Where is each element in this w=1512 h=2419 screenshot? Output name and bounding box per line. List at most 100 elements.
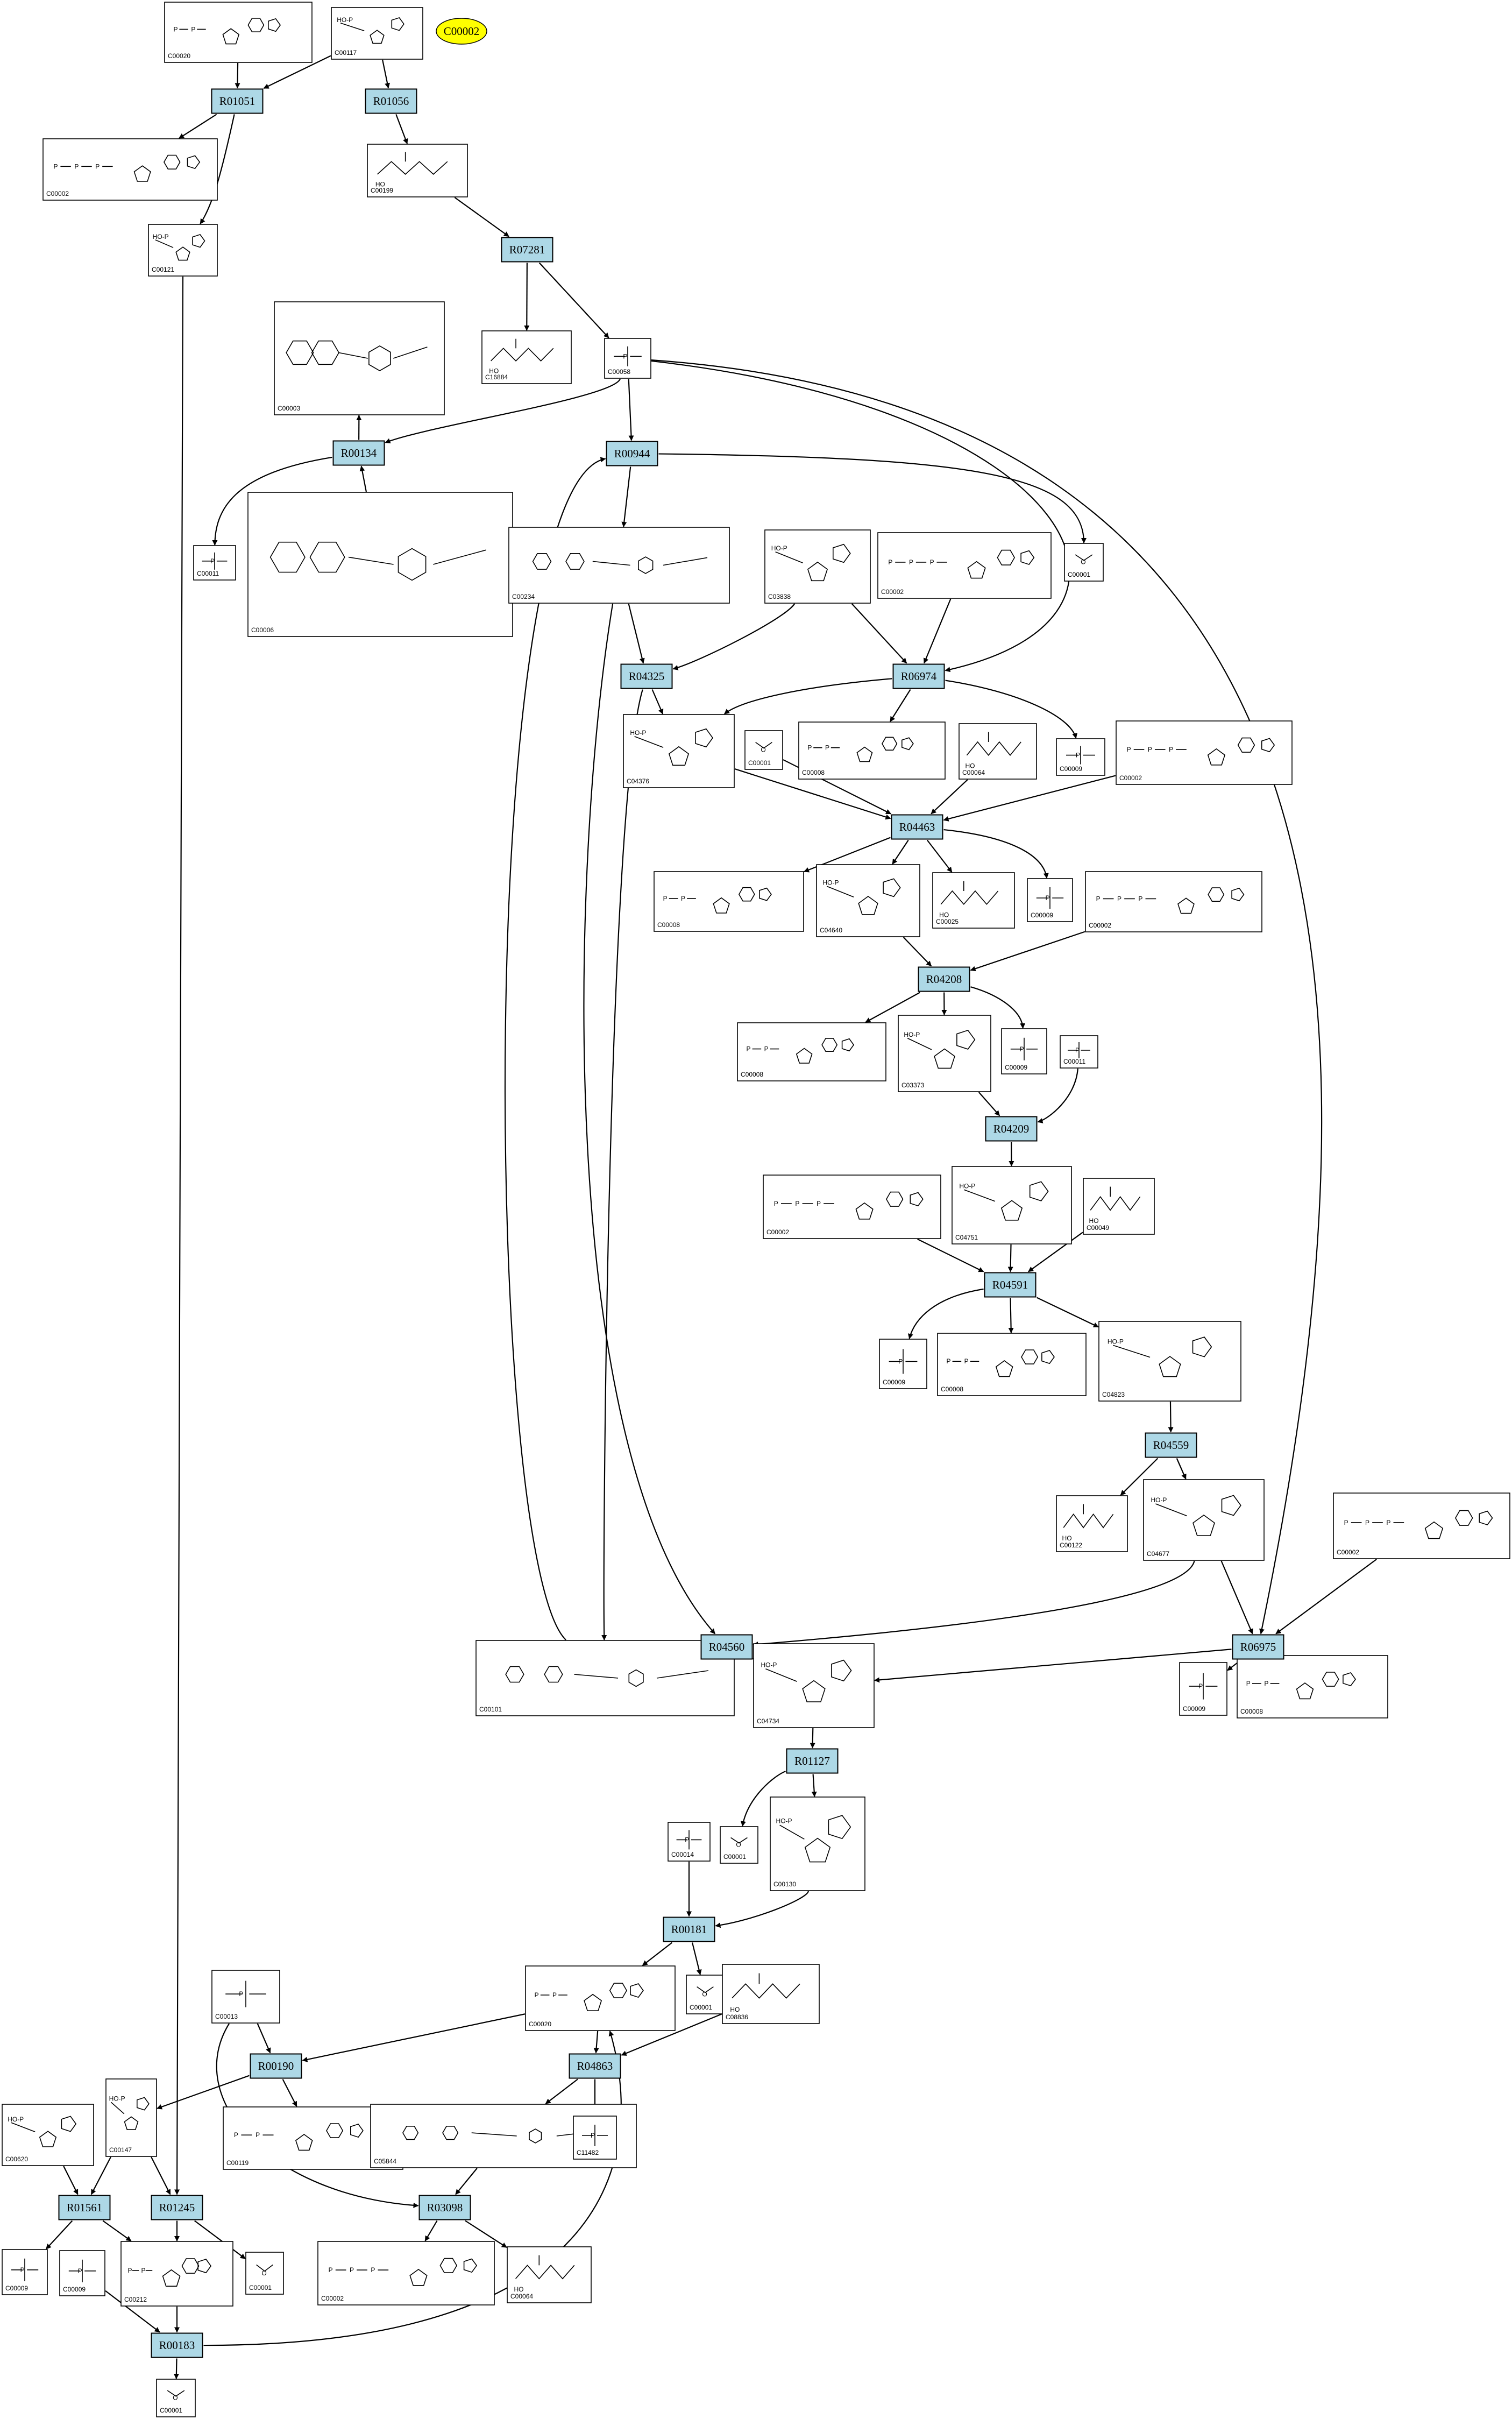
compound-id-label: C00008 <box>1240 1708 1263 1715</box>
reaction-r04863[interactable]: R04863 <box>569 2053 621 2079</box>
reaction-r01056[interactable]: R01056 <box>365 88 417 114</box>
reaction-r06975[interactable]: R06975 <box>1232 1634 1284 1660</box>
edge-r04559-c04677 <box>1176 1458 1187 1480</box>
svg-text:HO-P: HO-P <box>776 1817 792 1825</box>
compound-c00234[interactable]: C00234 <box>508 527 730 604</box>
reaction-r01245[interactable]: R01245 <box>151 2195 203 2220</box>
compound-c00101[interactable]: C00101 <box>475 1640 735 1716</box>
reaction-r01127[interactable]: R01127 <box>786 1748 839 1774</box>
reaction-r00183[interactable]: R00183 <box>151 2332 203 2358</box>
reaction-r07281[interactable]: R07281 <box>501 237 553 263</box>
compound-c00003[interactable]: C00003 <box>274 301 445 415</box>
reaction-r00944[interactable]: R00944 <box>606 441 658 466</box>
reaction-label: R06974 <box>901 670 937 683</box>
edge-r04591-c00008_d <box>1008 1298 1014 1333</box>
highlighted-compound[interactable]: C00002 <box>436 18 487 45</box>
reaction-r01561[interactable]: R01561 <box>58 2195 111 2220</box>
compound-id-label: C00199 <box>371 187 393 194</box>
reaction-r00134[interactable]: R00134 <box>332 440 385 466</box>
reaction-r04591[interactable]: R04591 <box>984 1272 1037 1298</box>
reaction-r04208[interactable]: R04208 <box>918 966 970 992</box>
svg-text:P: P <box>95 162 100 170</box>
edge-c00117-r01056 <box>382 59 391 89</box>
compound-c00006[interactable]: C00006 <box>247 492 513 637</box>
edge-c04640-r04208 <box>903 937 932 967</box>
reaction-r04560[interactable]: R04560 <box>700 1634 753 1660</box>
reaction-r04209[interactable]: R04209 <box>985 1116 1038 1142</box>
reaction-r03098[interactable]: R03098 <box>418 2195 471 2220</box>
reaction-r00181[interactable]: R00181 <box>663 1916 715 1942</box>
compound-id-label: C00020 <box>529 2020 551 2028</box>
reaction-r04325[interactable]: R04325 <box>620 663 673 689</box>
small-structure-icon: P <box>225 1981 266 2007</box>
reaction-r06974[interactable]: R06974 <box>892 663 945 689</box>
svg-text:P: P <box>1264 1680 1268 1687</box>
reaction-r00190[interactable]: R00190 <box>250 2053 302 2079</box>
reaction-r04463[interactable]: R04463 <box>891 814 943 840</box>
compound-id-label: C00006 <box>251 626 274 634</box>
small-structure-icon: P <box>1036 887 1064 909</box>
reaction-r01051[interactable]: R01051 <box>211 88 264 114</box>
svg-text:HO-P: HO-P <box>8 2116 24 2123</box>
svg-text:P: P <box>1076 752 1080 759</box>
edge-c00234-r04560 <box>583 603 716 1635</box>
reaction-r04559[interactable]: R04559 <box>1145 1432 1197 1458</box>
